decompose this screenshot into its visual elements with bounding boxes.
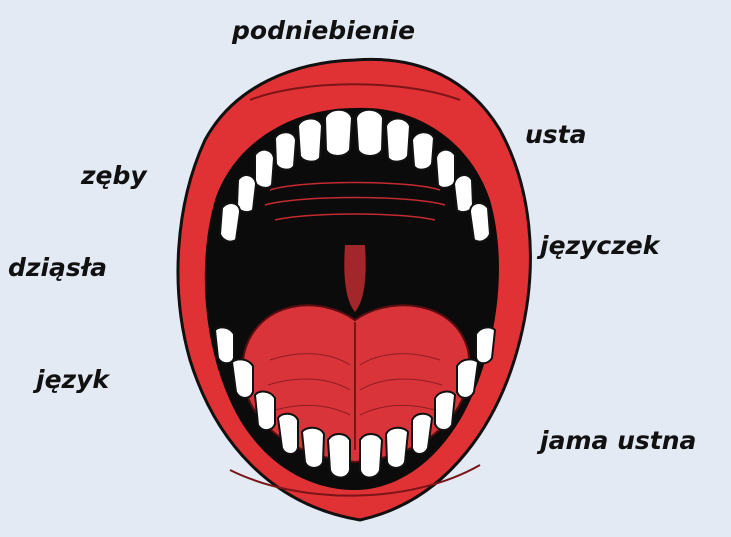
label-gums: dziąsła: [8, 255, 107, 280]
label-lips: usta: [525, 122, 587, 147]
label-teeth: zęby: [81, 163, 147, 188]
label-uvula: języczek: [540, 233, 659, 258]
label-tongue: język: [36, 367, 109, 392]
label-palate: podniebienie: [232, 18, 415, 43]
label-oral-cavity: jama ustna: [540, 428, 696, 453]
